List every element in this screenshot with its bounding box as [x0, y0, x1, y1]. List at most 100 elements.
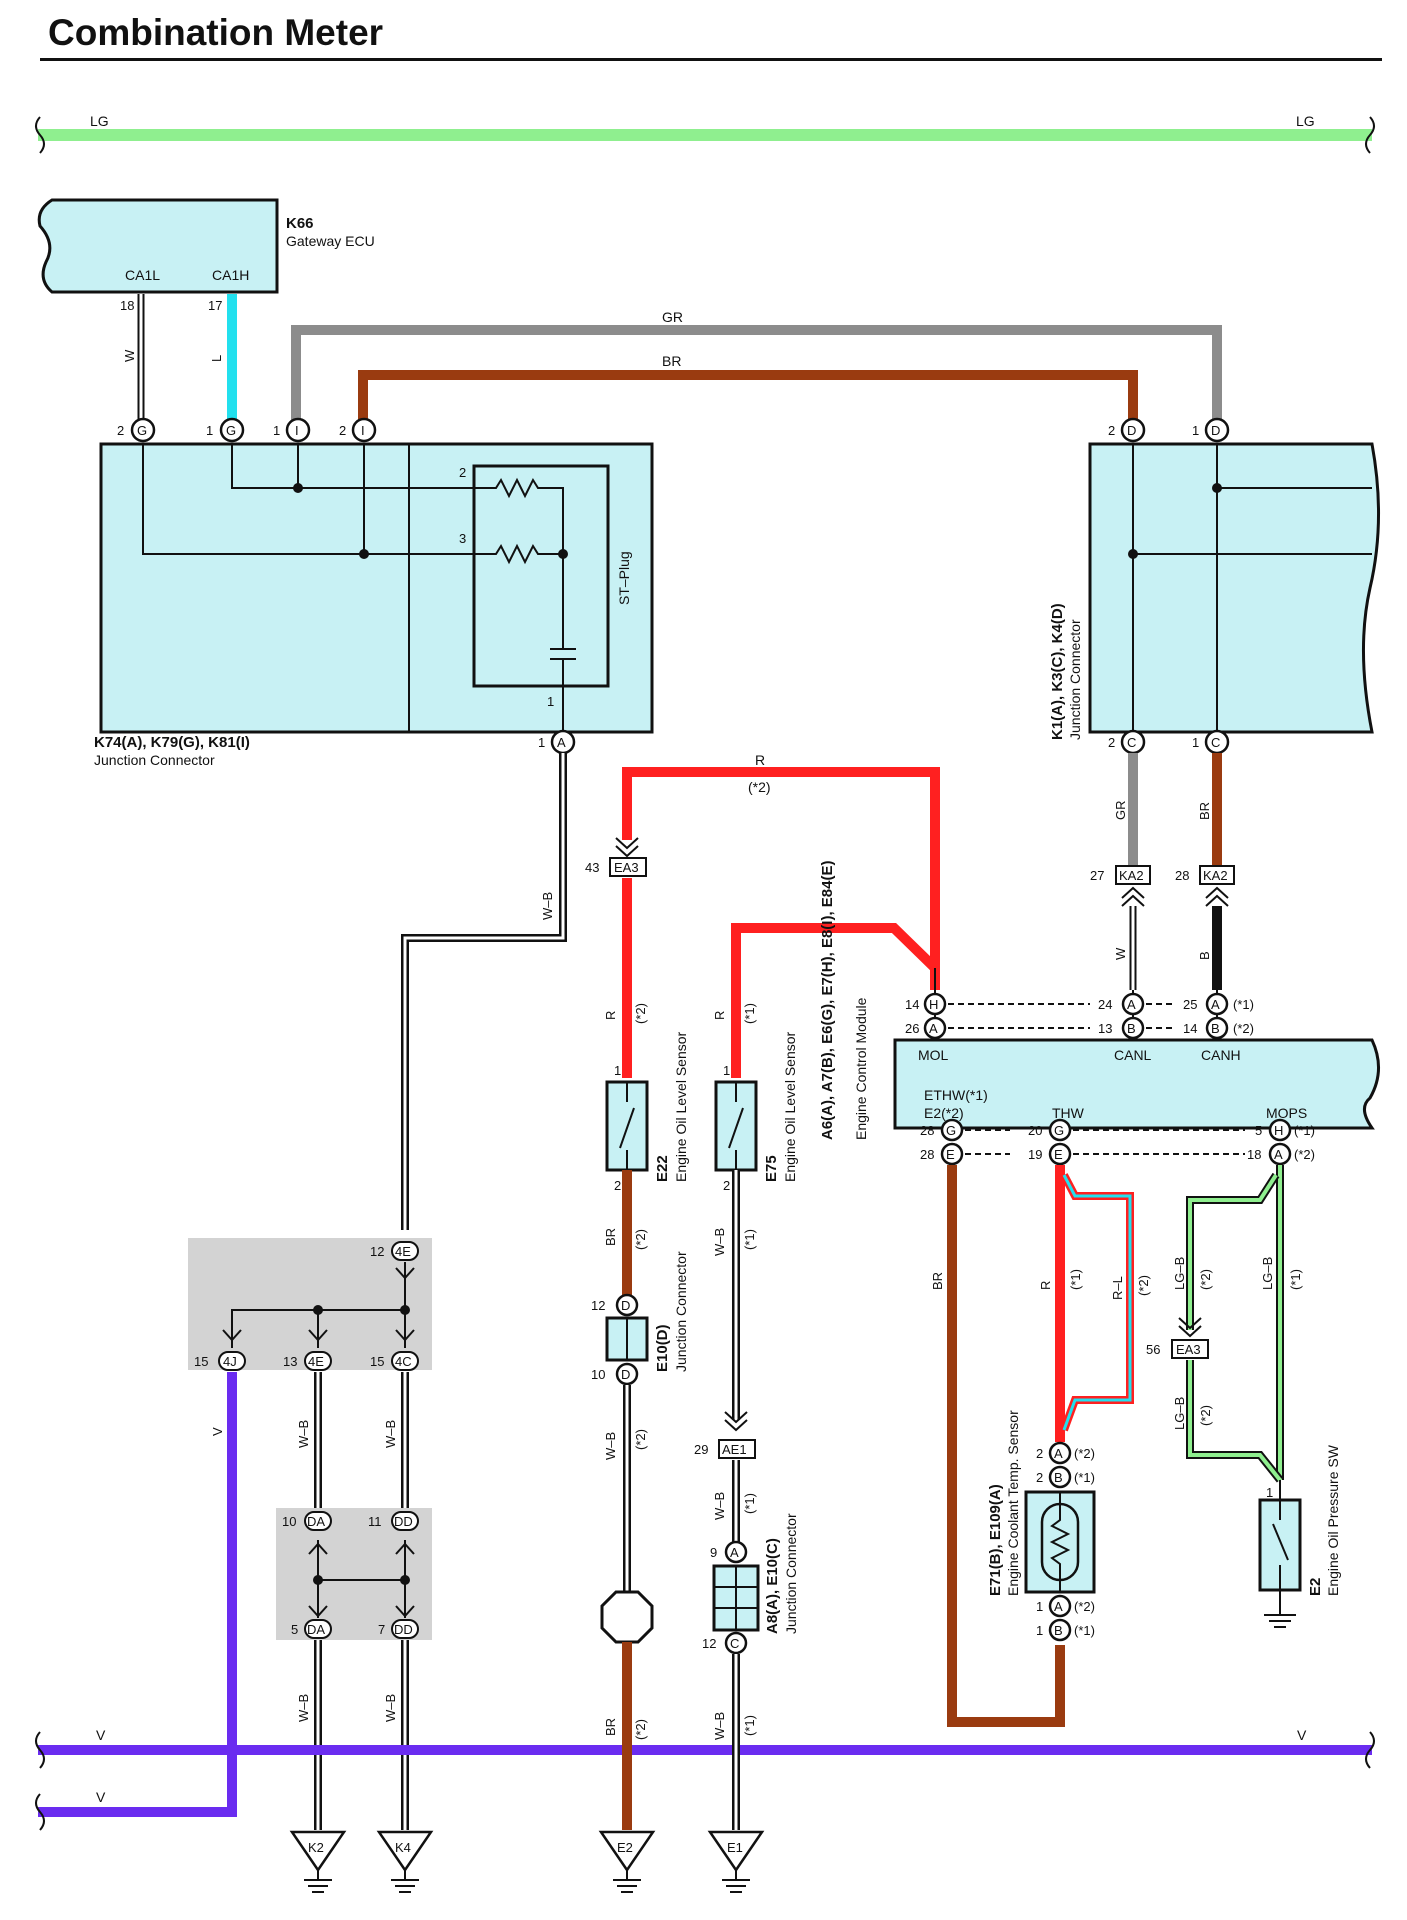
conn-ka2-a: KA2 [1119, 868, 1144, 883]
pin-letter: E [1054, 1147, 1063, 1162]
pin-num: 26 [905, 1021, 919, 1036]
pin-num: 1 [1192, 735, 1199, 750]
pin-letter: D [621, 1298, 630, 1313]
pin-num: 14 [1183, 1021, 1197, 1036]
wb-wires-mid: W–B W–B [296, 1372, 409, 1520]
bus-break-left [35, 116, 45, 154]
pin-num: 1 [1192, 423, 1199, 438]
pin-num: 20 [1028, 1123, 1042, 1138]
junction-left-id: K74(A), K79(G), K81(I) [94, 734, 250, 751]
cts-name: Engine Coolant Temp. Sensor [1005, 1410, 1021, 1596]
ecm-name: Engine Control Module [853, 997, 869, 1140]
conn-4e-top: 4E [395, 1244, 411, 1259]
pin-num: 18 [1247, 1147, 1261, 1162]
oil-pressure-switch: 1 E2 Engine Oil Pressure SW [1258, 1444, 1341, 1628]
pin-num: 56 [1146, 1342, 1160, 1357]
ecm-id: A6(A), A7(B), E6(G), E7(H), E8(I), E84(E… [819, 861, 836, 1140]
ecm-canl: CANL [1114, 1047, 1152, 1063]
pin-num: 2 [1108, 423, 1115, 438]
pin-letter: B [1054, 1623, 1063, 1638]
pin-letter: C [1127, 735, 1136, 750]
pin-num: 25 [1183, 997, 1197, 1012]
e10d-id: E10(D) [654, 1324, 671, 1372]
ecm-bottom-pins: G 28 E 28 G 20 E 19 H 5 (*1) A 18 (*2) [920, 1118, 1315, 1166]
ground-e1: E1 [707, 1830, 765, 1893]
v-bus: V V V [35, 1727, 1375, 1831]
pin-letter: C [730, 1636, 739, 1651]
pin-num: 13 [1098, 1021, 1112, 1036]
conn-da-top: DA [307, 1514, 325, 1529]
e75-name: Engine Oil Level Sensor [782, 1031, 798, 1182]
ground-e2-label: E2 [617, 1840, 633, 1855]
pin-letter: A [557, 735, 566, 750]
e75-wb-wire: W–B (*1) AE1 29 W–B (*1) A 9 C 12 A8(A),… [694, 1170, 799, 1830]
ecm-ethw: ETHW(*1) [924, 1087, 988, 1103]
conn-dd-top: DD [394, 1514, 413, 1529]
st-plug-label: ST–Plug [616, 551, 632, 605]
pin-letter: G [1054, 1123, 1064, 1138]
can-wires-top: W L GR BR [122, 294, 1222, 430]
splice-4e: 4E 12 4J 15 4E 13 4C 15 [188, 1238, 432, 1371]
wire-gr-label: GR [662, 309, 683, 325]
note-cts-b: (*1) [1074, 1470, 1095, 1485]
wire-br-coolant: BR [930, 1272, 945, 1290]
conn-da-bottom: DA [307, 1622, 325, 1637]
v-wire-left: V [38, 1372, 237, 1817]
vbus-break-left [35, 1731, 45, 1769]
wire-v-label-1: V [210, 1427, 225, 1436]
note-lgb-1: (*2) [1198, 1269, 1213, 1290]
note-mops-2: (*2) [1294, 1147, 1315, 1162]
note-canh-1: (*1) [1233, 997, 1254, 1012]
conn-dd-bottom: DD [394, 1622, 413, 1637]
pin-num: 13 [283, 1354, 297, 1369]
conn-ea3-top: EA3 [614, 860, 639, 875]
pin-num: 29 [694, 1442, 708, 1457]
wire-r-label-top: R [755, 752, 765, 768]
conn-ka2-b: KA2 [1203, 868, 1228, 883]
ops-id: E2 [1307, 1578, 1324, 1596]
pin-num: 2 [1108, 735, 1115, 750]
pin-num: 1 [1266, 1485, 1273, 1500]
pin-num: 12 [591, 1298, 605, 1313]
pin-17: 17 [208, 298, 222, 313]
bus-break-right [1365, 116, 1375, 154]
pin-ca1l: CA1L [125, 267, 160, 283]
wire-wb-label-3: W–B [383, 1420, 398, 1448]
lg-label-left: LG [90, 113, 109, 129]
pin-num: 15 [370, 1354, 384, 1369]
cts-id: E71(B), E109(A) [987, 1484, 1004, 1596]
pin-num: 28 [1175, 868, 1189, 883]
br-wire-coolant-return: BR [930, 1165, 1065, 1727]
wire-gr-label-2: GR [1113, 801, 1128, 821]
pin-letter: A [1054, 1446, 1063, 1461]
wire-w-label: W [122, 349, 137, 362]
pin-num: 9 [710, 1545, 717, 1560]
e22-id: E22 [654, 1155, 671, 1182]
wire-br-e22: BR [603, 1228, 618, 1246]
note-mops-1: (*1) [1294, 1123, 1315, 1138]
pin-letter: G [137, 423, 147, 438]
pin-letter: B [1127, 1021, 1136, 1036]
vbus-label-left: V [96, 1727, 106, 1743]
e10d-name: Junction Connector [673, 1251, 689, 1372]
junction-connector-left: ST–Plug 2 3 1 K74(A), K79(G), K81(I) Jun… [94, 442, 654, 768]
pin-letter: A [929, 1021, 938, 1036]
lg-bus: LG LG [35, 113, 1375, 154]
pin-letter: A [1211, 997, 1220, 1012]
e22-name: Engine Oil Level Sensor [673, 1031, 689, 1182]
wire-lgb-2: LG–B [1260, 1257, 1275, 1290]
splice-da-dd: DA 10 DD 11 DA 5 DD 7 [276, 1508, 432, 1640]
note-e22-br2: (*2) [633, 1719, 648, 1740]
wire-br-e22-2: BR [603, 1718, 618, 1736]
pin-num: 19 [1028, 1147, 1042, 1162]
a8e10-id: A8(A), E10(C) [764, 1538, 781, 1634]
pin-letter: I [295, 423, 299, 438]
wire-br-label: BR [662, 353, 681, 369]
pin-num: 24 [1098, 997, 1112, 1012]
wire-w-label-2: W [1113, 947, 1128, 960]
pin-letter: B [1054, 1470, 1063, 1485]
pin-letter: C [1211, 735, 1220, 750]
note-thw-r: (*1) [1068, 1269, 1083, 1290]
red-wire-e75: R (*1) [712, 923, 939, 1078]
